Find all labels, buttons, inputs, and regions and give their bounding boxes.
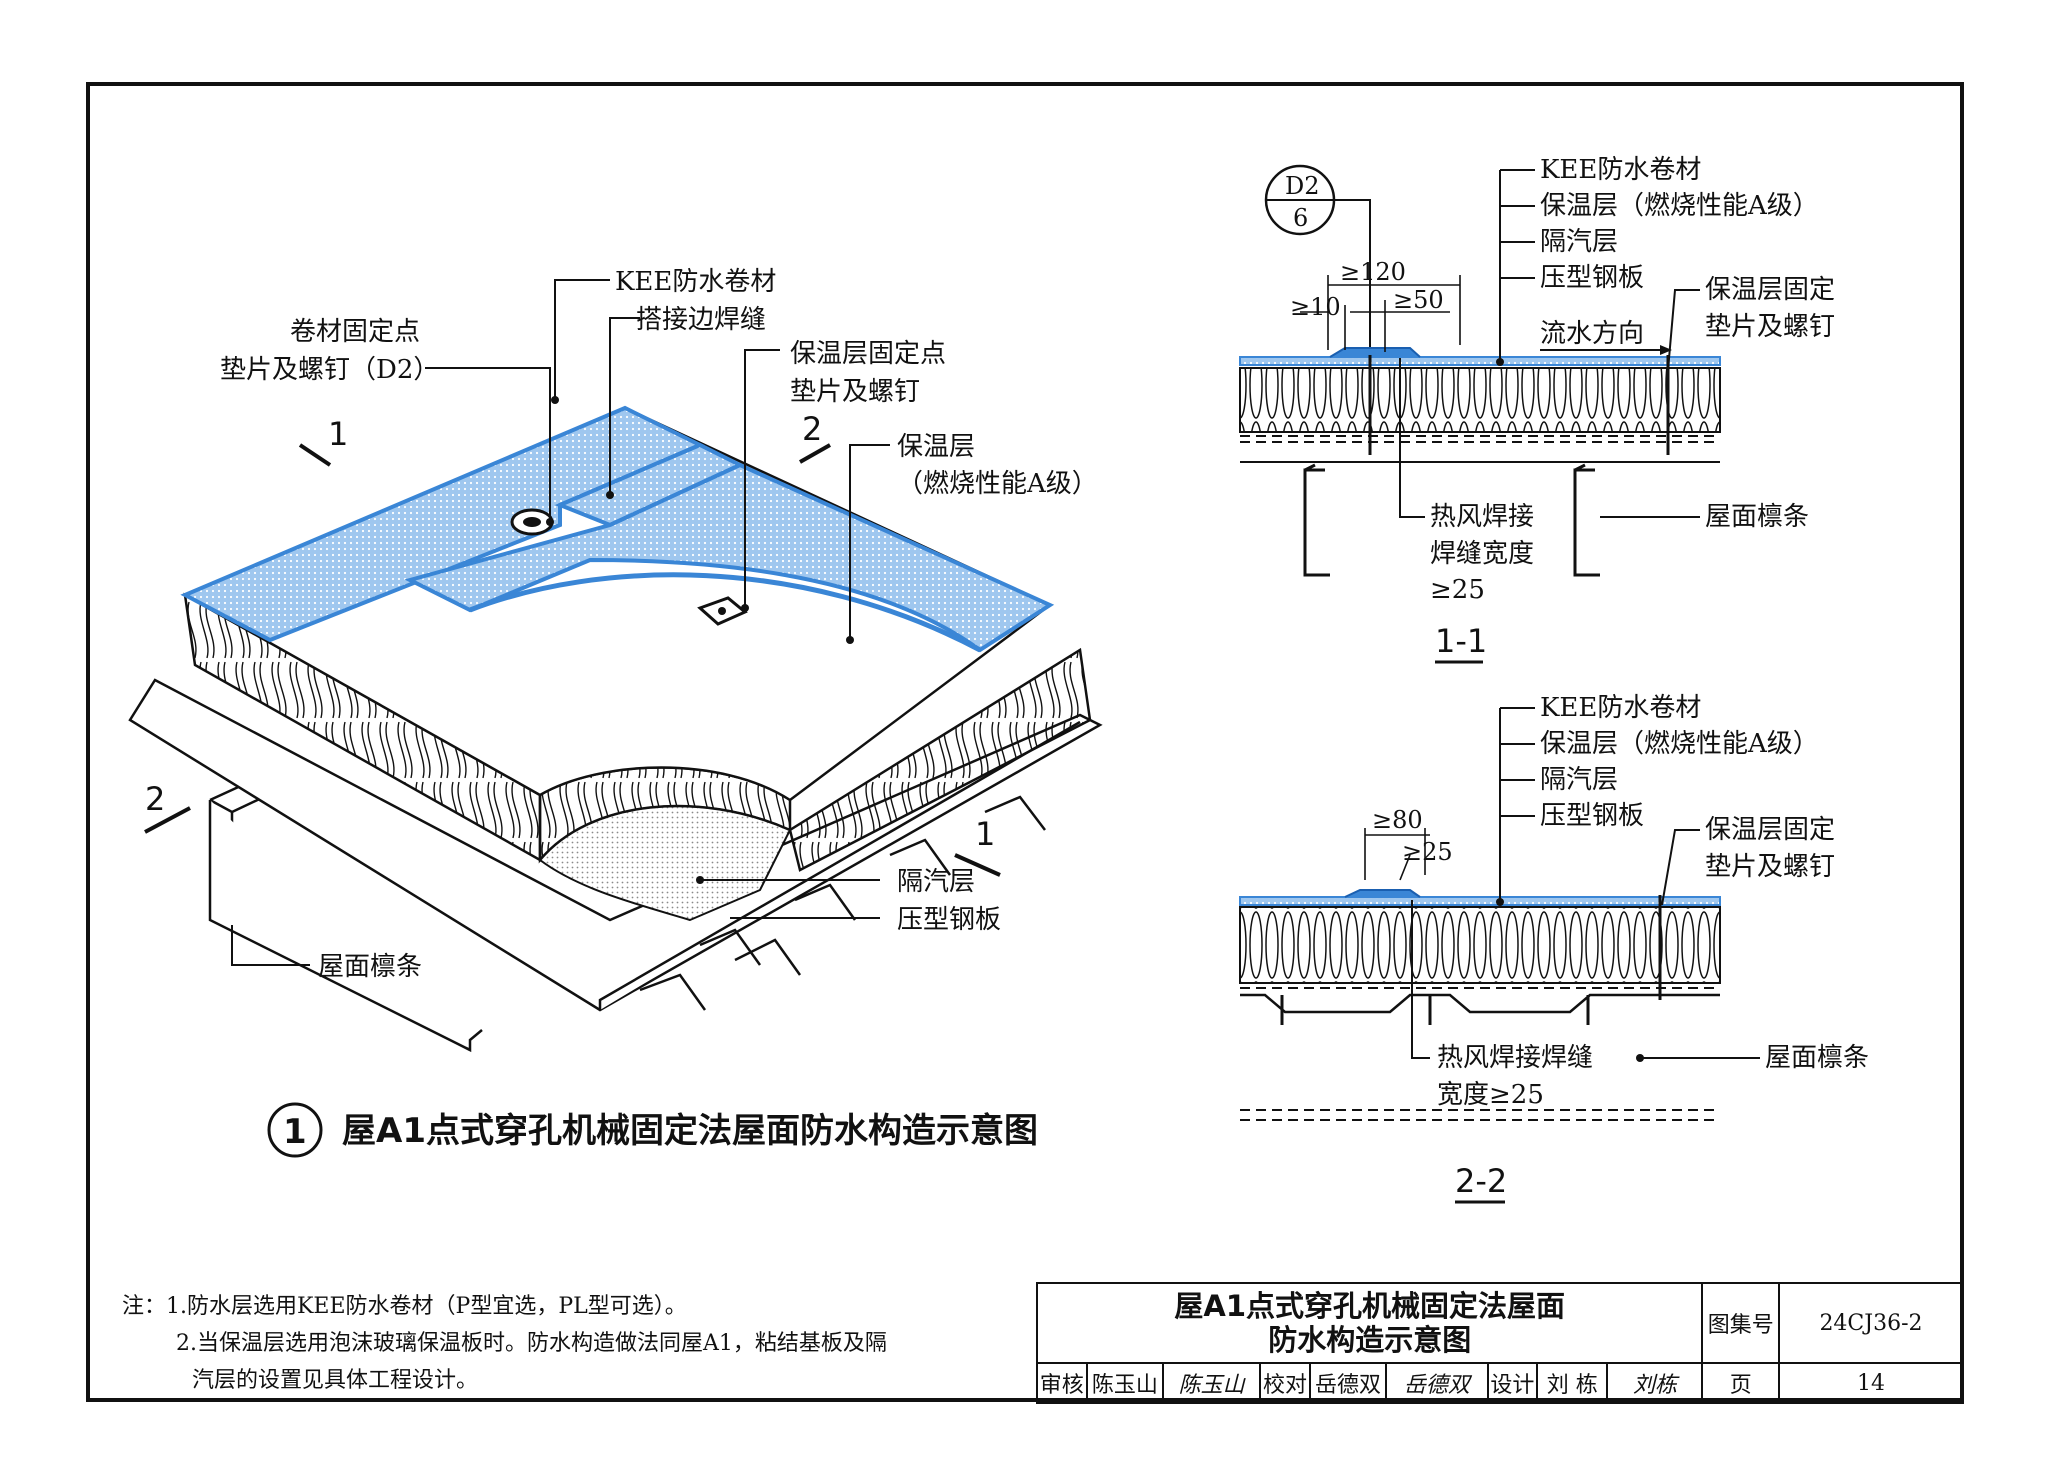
label-vapor: 隔汽层 — [897, 867, 975, 897]
check-signature: 岳德双 — [1385, 1362, 1489, 1404]
note-line-1: 注：1.防水层选用KEE防水卷材（P型宜选，PL型可选）。 — [122, 1294, 687, 1319]
sec1-layer-deck: 压型钢板 — [1540, 263, 1644, 293]
iso-insulation-block — [183, 592, 1092, 872]
page-number: 14 — [1777, 1362, 1965, 1404]
cut-mark-1b: 1 — [975, 815, 995, 853]
sec1-dim-10: ≥10 — [1290, 293, 1341, 321]
sec2-ins-fix-1: 保温层固定 — [1705, 815, 1835, 845]
notes: 注：1.防水层选用KEE防水卷材（P型宜选，PL型可选）。 2.当保温层选用泡沫… — [122, 1288, 887, 1399]
sec1-purlins — [1303, 463, 1600, 577]
sec2-dim-25: ≥25 — [1402, 838, 1453, 866]
sec2-layer-kee: KEE防水卷材 — [1540, 693, 1701, 723]
label-ins-fix-1: 保温层固定点 — [790, 339, 946, 369]
check-label: 校对 — [1259, 1362, 1311, 1404]
sec2-ins-fix-2: 垫片及螺钉 — [1705, 852, 1835, 882]
sec2-purlin: 屋面檩条 — [1765, 1043, 1869, 1073]
sec1-purlin: 屋面檩条 — [1705, 502, 1809, 532]
sec1-title: 1-1 — [1435, 622, 1487, 660]
label-kee: KEE防水卷材 — [615, 267, 776, 297]
sec1-dim-120: ≥120 — [1340, 258, 1406, 286]
sec1-ins-fix-2: 垫片及螺钉 — [1705, 312, 1835, 342]
sec1-ins-fix-1: 保温层固定 — [1705, 275, 1835, 305]
sec1-hot-weld-1: 热风焊接 — [1430, 502, 1534, 532]
sec1-flow-direction: 流水方向 — [1540, 319, 1644, 349]
sec1-membrane — [1239, 356, 1721, 366]
label-deck: 压型钢板 — [897, 905, 1001, 935]
design-name: 刘 栋 — [1536, 1362, 1609, 1404]
review-label: 审核 — [1036, 1362, 1088, 1404]
sec2-layer-vapor: 隔汽层 — [1540, 765, 1618, 795]
cut-mark-2b: 2 — [145, 780, 165, 818]
detail-ref-bottom: 6 — [1293, 204, 1308, 232]
caption-title: 屋A1点式穿孔机械固定法屋面防水构造示意图 — [342, 1111, 1038, 1151]
label-insulation-1: 保温层 — [897, 432, 975, 462]
sec1-hot-weld-2: 焊缝宽度 — [1430, 539, 1534, 569]
design-label: 设计 — [1486, 1362, 1539, 1404]
label-ins-fix-2: 垫片及螺钉 — [790, 377, 920, 407]
iso-steel-deck — [128, 678, 1103, 1012]
caption-number: 1 — [283, 1112, 307, 1152]
note-line-2: 2.当保温层选用泡沫玻璃保温板时。防水构造做法同屋A1，粘结基板及隔 — [176, 1331, 887, 1356]
atlas-label: 图集号 — [1701, 1282, 1780, 1364]
title-block-title: 屋A1点式穿孔机械固定法屋面 防水构造示意图 — [1035, 1282, 1704, 1364]
iso-purlin — [208, 766, 483, 1053]
sec2-layer-deck: 压型钢板 — [1540, 801, 1644, 831]
label-fix-point-2: 垫片及螺钉（D2） — [220, 355, 439, 385]
sec2-layer-insulation: 保温层（燃烧性能A级） — [1540, 729, 1819, 759]
note-line-3: 汽层的设置见具体工程设计。 — [192, 1368, 479, 1393]
title-block: 屋A1点式穿孔机械固定法屋面 防水构造示意图 图集号 24CJ36-2 审核 陈… — [1035, 1282, 1965, 1404]
label-weld-seam: 搭接边焊缝 — [636, 305, 766, 335]
drawing-frame — [86, 82, 1964, 1402]
cut-mark-1a: 1 — [328, 415, 348, 453]
cut-mark-2a: 2 — [802, 410, 822, 448]
sec1-layer-kee: KEE防水卷材 — [1540, 155, 1701, 185]
sec2-membrane — [1239, 896, 1721, 906]
label-purlin: 屋面檩条 — [318, 952, 422, 982]
sec1-hot-weld-3: ≥25 — [1430, 575, 1485, 605]
title-line-2: 防水构造示意图 — [1268, 1323, 1472, 1357]
sec2-dim-80: ≥80 — [1372, 806, 1423, 834]
detail-ref-top: D2 — [1285, 172, 1320, 200]
label-fix-point-1: 卷材固定点 — [290, 317, 420, 347]
label-insulation-2: （燃烧性能A级） — [897, 469, 1098, 499]
review-name: 陈玉山 — [1085, 1362, 1165, 1404]
atlas-number: 24CJ36-2 — [1777, 1282, 1965, 1364]
sec2-title: 2-2 — [1455, 1162, 1507, 1200]
sec2-steel-deck — [1240, 993, 1720, 1014]
sec2-hot-weld-1: 热风焊接焊缝 — [1437, 1043, 1593, 1073]
iso-drawing: 卷材固定点 垫片及螺钉（D2） KEE防水卷材 搭接边焊缝 保温层固定点 垫片及… — [128, 267, 1103, 1158]
section-2-2: ≥80 ≥25 KEE防水卷材 保温层（燃烧性能A级） 隔汽层 压型钢板 保温层… — [1239, 693, 1869, 1204]
sec1-insulation — [1239, 367, 1721, 433]
review-signature: 陈玉山 — [1162, 1362, 1262, 1404]
title-line-1: 屋A1点式穿孔机械固定法屋面 — [1174, 1289, 1566, 1323]
page-label: 页 — [1701, 1362, 1780, 1404]
section-1-1: D2 6 ≥120 ≥10 ≥50 — [1239, 155, 1835, 664]
sec1-layer-insulation: 保温层（燃烧性能A级） — [1540, 191, 1819, 221]
design-signature: 刘栋 — [1606, 1362, 1704, 1404]
caption-number-circle — [267, 1102, 323, 1158]
sec1-dim-50: ≥50 — [1393, 286, 1444, 314]
sec2-insulation — [1239, 906, 1721, 984]
sec2-hot-weld-2: 宽度≥25 — [1437, 1080, 1544, 1110]
check-name: 岳德双 — [1308, 1362, 1388, 1404]
sec1-layer-vapor: 隔汽层 — [1540, 227, 1618, 257]
